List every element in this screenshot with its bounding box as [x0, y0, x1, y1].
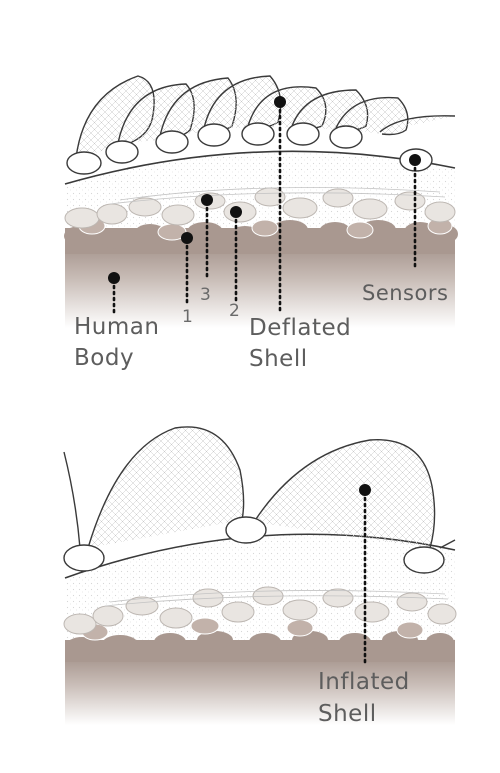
fiber-lines [109, 187, 446, 205]
skin-layer [64, 220, 458, 254]
human-body-region-inflated [65, 650, 455, 725]
marker-layer-3 [201, 194, 213, 206]
fiber-lines-inflated [104, 590, 449, 607]
label-layer-1: 1 [182, 307, 193, 327]
inflated-shell [63, 426, 456, 549]
marker-human-body [108, 272, 120, 284]
marker-inflated-shell [359, 484, 371, 496]
inflated-panel [63, 426, 457, 725]
label-deflated: Deflated [249, 315, 352, 341]
shell-sensor-pads-inflated [63, 516, 445, 574]
shell-sensor-pads [66, 122, 433, 175]
fat-cells-inflated [63, 586, 457, 635]
label-layer-3: 3 [200, 285, 211, 305]
deflated-panel [64, 75, 458, 328]
marker-sensors [409, 154, 421, 166]
label-layer-2: 2 [229, 301, 240, 321]
marker-layer-2 [230, 206, 242, 218]
inflated-shell-left-edge [63, 451, 81, 549]
inflated-dome-1 [87, 426, 245, 549]
marker-deflated-shell [274, 96, 286, 108]
deflated-shell [75, 75, 456, 159]
dermis-cells-inflated [81, 617, 424, 641]
label-sensors: Sensors [362, 281, 449, 305]
label-body: Body [74, 345, 135, 371]
label-deflated-shell: Shell [249, 346, 308, 372]
label-inflated-shell: Shell [318, 701, 377, 727]
skin-layer-inflated [65, 631, 455, 662]
leader-lines [112, 102, 417, 314]
label-inflated: Inflated [318, 669, 410, 695]
inflated-shell-right-edge [439, 539, 456, 549]
marker-layer-1 [181, 232, 193, 244]
marker-dots [108, 96, 421, 284]
label-human: Human [74, 314, 160, 340]
inflated-dome-2 [253, 439, 436, 549]
